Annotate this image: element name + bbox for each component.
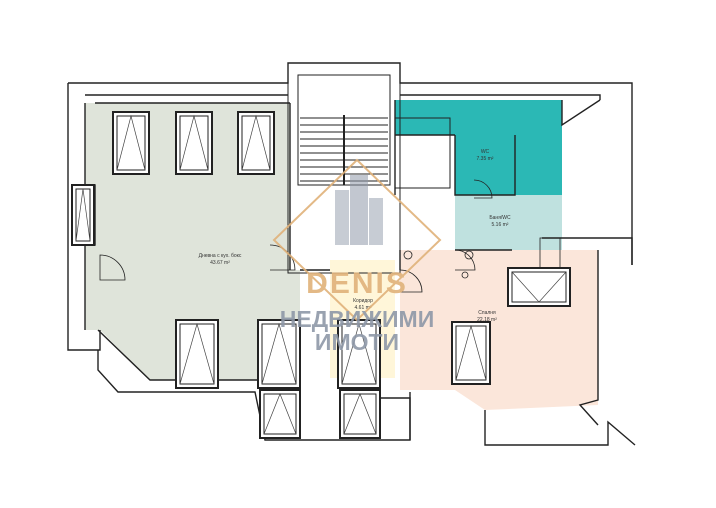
window-icon bbox=[237, 111, 275, 175]
bath-zone bbox=[455, 195, 562, 250]
wc-name: WC bbox=[481, 149, 490, 155]
bath-area: 5.16 m² bbox=[492, 222, 509, 228]
door-swing-icon bbox=[99, 254, 126, 281]
sink-icon bbox=[464, 250, 474, 260]
staircase bbox=[287, 62, 451, 274]
toilet-icon bbox=[461, 271, 469, 279]
bedroom-area: 22.18 m² bbox=[477, 317, 497, 323]
fixtures bbox=[403, 237, 561, 279]
sink-icon bbox=[403, 250, 413, 260]
living-area: 43.67 m² bbox=[210, 260, 230, 266]
window-icon bbox=[71, 184, 95, 246]
window-icon bbox=[337, 319, 381, 389]
room-labels: Дневна с кух. бокс 43.67 m² WC 7.35 m² Б… bbox=[199, 149, 511, 323]
window-icon bbox=[257, 319, 301, 389]
wc-zone bbox=[395, 100, 562, 195]
watermark-line2: ИМОТИ bbox=[315, 329, 399, 355]
watermark-line1: НЕДВИЖИМИ bbox=[280, 306, 435, 332]
bedroom-name: Спалня bbox=[478, 310, 496, 316]
window-icon bbox=[175, 319, 219, 389]
stair-well bbox=[287, 62, 401, 274]
living-name: Дневна с кух. бокс bbox=[199, 253, 242, 259]
window-icon bbox=[451, 321, 491, 385]
window-icon bbox=[507, 267, 571, 307]
corridor-name: Коридор bbox=[353, 298, 373, 304]
door-swing-icon bbox=[473, 179, 493, 199]
windows bbox=[71, 111, 571, 439]
closet-icon bbox=[539, 237, 561, 269]
watermark-brand: DENIS bbox=[306, 267, 408, 300]
elevator-shaft bbox=[394, 117, 451, 189]
wc-area: 7.35 m² bbox=[477, 156, 494, 162]
window-icon bbox=[112, 111, 150, 175]
door-swing-icon bbox=[454, 249, 476, 271]
window-icon bbox=[259, 389, 301, 439]
door-swing-icon bbox=[399, 269, 423, 293]
corridor-area: 4.61 m² bbox=[355, 305, 372, 311]
window-icon bbox=[339, 389, 381, 439]
watermark: DENIS НЕДВИЖИМИ ИМОТИ bbox=[272, 158, 442, 355]
bath-name: Баня/WC bbox=[489, 215, 511, 221]
window-icon bbox=[175, 111, 213, 175]
building-diamond-logo bbox=[272, 158, 442, 322]
